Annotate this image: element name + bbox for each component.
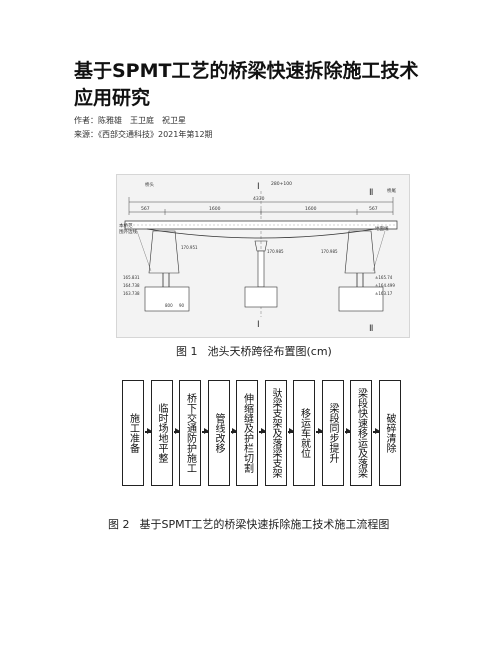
flow-step-box: 施工准备 <box>122 380 144 486</box>
flow-step-box: 梁段同步提升 <box>321 380 344 486</box>
source-line: 来源：《西部交通科技》2021年第12期 <box>74 129 221 140</box>
flow-arrow <box>373 428 379 434</box>
flow-step-box: 驮梁支架及落梁支架 <box>264 380 287 486</box>
flow-arrow <box>145 428 151 434</box>
flow-step-box: 破碎清除 <box>378 380 401 486</box>
author-name: 祝卫星 <box>162 116 186 125</box>
label-bridge-head: 桥头 <box>145 181 154 188</box>
section-mark-2-top: Ⅱ <box>369 188 373 198</box>
authors-label: 作者： <box>74 116 98 125</box>
authors-line: 作者：陈雅雄王卫庭祝卫星 <box>74 115 194 126</box>
flow-arrow <box>173 428 180 434</box>
flow-step-label: 移运车就位 <box>298 408 310 458</box>
left-note-line1: 本桥范 <box>119 222 133 229</box>
construction-flowchart: 施工准备 临时场地平整 桥下交通防护施工 管线改移 伸缩缝及护栏切割 驮梁支架及落梁支架 移… <box>116 372 408 490</box>
label-bridge-tail: 桥尾 <box>387 187 396 194</box>
figure1-caption-text: 池头天桥跨径布置图(cm) <box>207 345 332 358</box>
figure1-caption: 图 1 池头天桥跨径布置图(cm) <box>176 343 332 359</box>
flow-step-box: 管线改移 <box>207 380 230 486</box>
elev-right-top: 170.985 <box>321 249 338 254</box>
flow-arrow <box>287 428 294 434</box>
flow-step-box: 桥下交通防护施工 <box>179 380 201 486</box>
flow-step-label: 破碎清除 <box>384 413 395 453</box>
dim-span-4: 567 <box>369 206 378 212</box>
bridge-drawing-svg: 280+100 4330 567 1600 1600 567 桥头 桥尾 Ⅰ Ⅰ… <box>119 181 398 334</box>
dim-span-2: 1600 <box>209 206 221 212</box>
flow-step-label: 伸缩缝及护栏切割 <box>241 393 253 473</box>
article-title: 基于SPMT工艺的桥梁快速拆除施工技术应用研究 <box>74 60 419 109</box>
section-mark-1-bottom: Ⅰ <box>257 320 260 330</box>
flow-step-label: 桥下交通防护施工 <box>184 393 196 473</box>
right-note: 地面线 <box>375 225 389 232</box>
dim-span-1: 567 <box>141 206 150 212</box>
figure1-label: 图 1 <box>176 345 198 358</box>
source-label: 来源： <box>74 130 98 139</box>
flow-step-box: 伸缩缝及护栏切割 <box>236 380 258 486</box>
pier-width-2: 90 <box>179 303 185 308</box>
flow-step-label: 梁段同步提升 <box>327 403 338 463</box>
bridge-span-drawing: 280+100 4330 567 1600 1600 567 桥头 桥尾 Ⅰ Ⅰ… <box>116 174 410 338</box>
section-mark-2-bottom: Ⅱ <box>369 324 373 334</box>
flow-step-box: 临时场地平整 <box>150 380 173 486</box>
flow-step-label: 施工准备 <box>127 413 139 453</box>
elev-right-3: ±163.17 <box>375 291 393 296</box>
source-journal: 《西部交通科技》2021年第12期 <box>98 130 213 139</box>
author-name: 王卫庭 <box>130 116 154 125</box>
flow-step-label: 梁段快速移运及落梁 <box>355 388 367 478</box>
elev-right-1: ±165.74 <box>375 275 393 280</box>
figure2-label: 图 2 <box>108 518 130 531</box>
author-name: 陈雅雄 <box>98 116 122 125</box>
section-mark-1-top: Ⅰ <box>257 182 260 192</box>
elev-right-2: ±164.499 <box>375 283 395 288</box>
figure2-caption: 图 2 基于SPMT工艺的桥梁快速拆除施工技术施工流程图 <box>108 516 389 532</box>
flow-step-label: 临时场地平整 <box>156 403 167 463</box>
flow-step-box: 梁段快速移运及落梁 <box>350 380 372 486</box>
elev-left-3: 163.738 <box>123 291 140 296</box>
left-note-line2: 围外边线 <box>119 228 137 235</box>
flow-arrow <box>316 428 322 434</box>
flow-arrow <box>344 428 351 434</box>
figure2-caption-text: 基于SPMT工艺的桥梁快速拆除施工技术施工流程图 <box>139 518 390 531</box>
elev-left-2: 164.738 <box>123 283 140 288</box>
flow-step-box: 移运车就位 <box>293 380 315 486</box>
flow-step-label: 管线改移 <box>213 413 224 453</box>
dim-span-3: 1600 <box>305 206 317 212</box>
flow-step-label: 驮梁支架及落梁支架 <box>270 388 281 478</box>
dim-overall: 4330 <box>253 196 265 202</box>
flow-arrow <box>230 428 237 434</box>
elev-center: 170.985 <box>267 249 284 254</box>
flow-arrow <box>259 428 265 434</box>
dim-top: 280+100 <box>271 181 292 187</box>
elev-left-top: 170.951 <box>181 245 198 250</box>
elev-left-1: 165.831 <box>123 275 140 280</box>
flow-arrow <box>202 428 208 434</box>
pier-width: 800 <box>165 303 173 308</box>
